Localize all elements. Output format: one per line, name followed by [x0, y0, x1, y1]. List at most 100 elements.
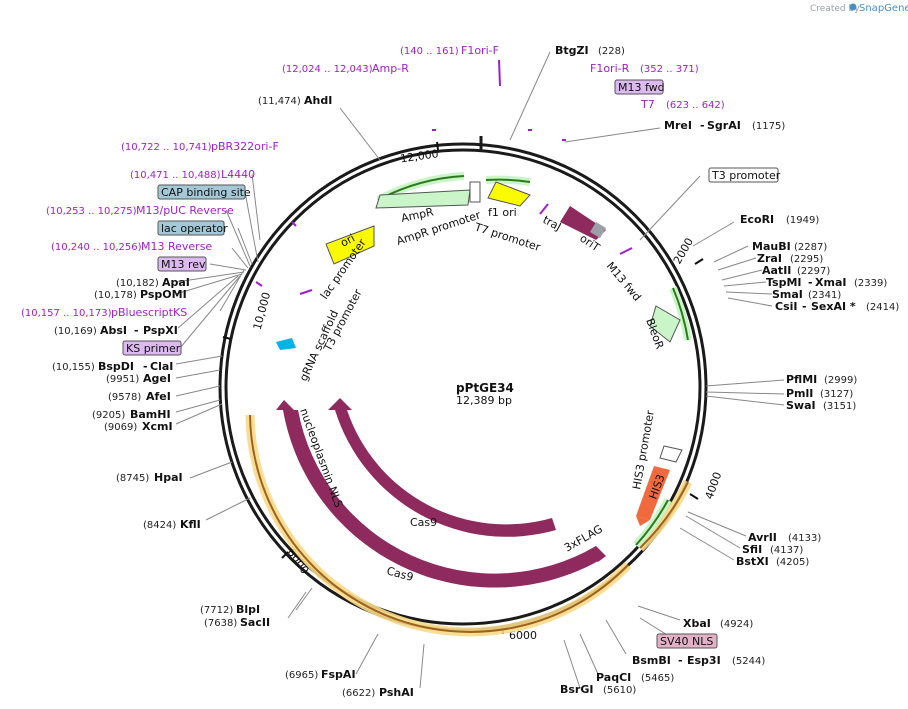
grna-scaffold-feature [276, 338, 296, 350]
site-ahdi: AhdI [304, 94, 332, 107]
plasmid-length: 12,389 bp [456, 394, 512, 407]
site-swai: SwaI [786, 399, 816, 412]
branding: Created by SnapGene [810, 3, 908, 14]
site-clai-dash: - [143, 360, 148, 373]
site-pflmi: PflMI [786, 373, 817, 386]
site-hpai-pos: (8745) [116, 473, 149, 484]
site-sfii: SfiI [742, 543, 762, 556]
site-pshai: PshAI [379, 686, 414, 699]
traj-feature [590, 222, 606, 238]
box-ks-primer: KS primer [126, 342, 181, 355]
restriction-sites: (11,474) AhdI BtgZI (228) MreI - SgrAI (… [52, 44, 899, 699]
site-xmai-dash: - [808, 276, 813, 289]
site-clai: ClaI [150, 360, 173, 373]
label-m13-fwd: M13 fwd [604, 260, 644, 304]
site-blpi-pos: (7712) [200, 605, 233, 616]
site-xcmi: XcmI [142, 420, 173, 433]
site-csii-pos: (2414) [866, 302, 899, 313]
site-bsmbi: BsmBI [632, 654, 671, 667]
site-bsrgi-pos: (5610) [603, 685, 636, 696]
site-sgrai: SgrAI [707, 119, 741, 132]
site-sacii-pos: (7638) [204, 618, 237, 629]
site-pshai-pos: (6622) [342, 688, 375, 699]
box-t3-promoter: T3 promoter [711, 169, 781, 182]
label-his3: HIS3 [647, 473, 668, 501]
site-kfli-pos: (8424) [143, 520, 176, 531]
site-bsmbi-pos: (5244) [732, 656, 765, 667]
cas9-outer-feature [276, 400, 600, 588]
primer-t7-pos: (623 .. 642) [666, 100, 725, 111]
primer-labels: (140 .. 161) F1ori-F (12,024 .. 12,043) … [21, 44, 725, 319]
primer-f1ori-r: F1ori-R [590, 62, 630, 75]
label-ori: ori [338, 231, 357, 249]
site-sacii: SacII [240, 616, 270, 629]
site-btgzi-pos: (228) [598, 46, 625, 57]
ampr-feature [375, 189, 471, 209]
site-maubi: MauBI [752, 240, 791, 253]
site-csii: CsiI [775, 300, 797, 313]
primer-pbluescriptks: pBluescriptKS [111, 306, 187, 319]
site-hpai: HpaI [154, 471, 183, 484]
site-aatii: AatII [762, 264, 791, 277]
snapgene-logo-icon [849, 3, 857, 11]
bleor-feature [649, 305, 681, 343]
primer-m13puc-reverse-pos: (10,253 .. 10,275) [46, 206, 137, 217]
site-ecori-pos: (1949) [786, 215, 819, 226]
site-pspxi: PspXI [143, 324, 178, 337]
site-sexai: SexAI * [811, 300, 856, 313]
primer-f1ori-f: F1ori-F [461, 44, 499, 57]
site-afei: AfeI [146, 390, 171, 403]
site-ahdi-pos: (11,474) [258, 96, 301, 107]
primer-pbr322ori-f-pos: (10,722 .. 10,741) [121, 142, 212, 153]
site-xcmi-pos: (9069) [104, 422, 137, 433]
primer-f1ori-f-pos: (140 .. 161) [400, 46, 459, 57]
label-t7-promoter: T7 promoter [472, 220, 542, 254]
tick-10000: 10,000 [251, 291, 274, 332]
site-zrai-pos: (2295) [790, 254, 823, 265]
site-fspai-pos: (6965) [285, 670, 318, 681]
box-lac-operator: lac operator [161, 222, 228, 235]
tick-6000: 6000 [509, 629, 537, 642]
site-pspxi-dash: - [134, 324, 139, 337]
primer-pbluescriptks-pos: (10,157 .. 10,173) [21, 308, 112, 319]
his3-feature [636, 466, 670, 520]
tick-12000: 12,000 [399, 147, 439, 165]
site-pflmi-pos: (2999) [824, 375, 857, 386]
box-cap-binding-site: CAP binding site [161, 186, 251, 199]
site-bspdi: BspDI [98, 360, 134, 373]
primer-l4440-pos: (10,471 .. 10,488) [130, 170, 221, 181]
site-aatii-pos: (2297) [797, 266, 830, 277]
cas9-inner-feature [328, 398, 556, 537]
primer-l4440: L4440 [221, 168, 255, 181]
site-avrii: AvrII [748, 531, 777, 544]
site-esp3i-dash: - [678, 654, 683, 667]
ampr-promoter-feature [469, 181, 481, 203]
site-fspai: FspAI [321, 668, 356, 681]
site-swai-pos: (3151) [823, 401, 856, 412]
site-bamhi: BamHI [130, 408, 171, 421]
site-agei: AgeI [143, 372, 171, 385]
3xflag-feature [588, 546, 606, 562]
site-pmli: PmlI [786, 387, 813, 400]
site-leader-lines [175, 51, 785, 689]
f1-ori-feature [487, 181, 531, 207]
site-afei-pos: (9578) [108, 392, 141, 403]
site-zrai: ZraI [757, 252, 782, 265]
site-bstxi: BstXI [736, 555, 769, 568]
site-bamhi-pos: (9205) [92, 410, 125, 421]
site-xbai: XbaI [683, 617, 711, 630]
primer-pbr322ori-f: pBR322ori-F [211, 140, 279, 153]
orf-his3-green-arrow [635, 499, 669, 546]
site-bspdi-pos: (10,155) [52, 362, 95, 373]
his3-promoter-feature [659, 445, 683, 463]
site-smai-pos: (2341) [808, 290, 841, 301]
site-bstxi-pos: (4205) [776, 557, 809, 568]
primer-m13puc-reverse: M13/pUC Reverse [136, 204, 234, 217]
orf-bleor-arrow [672, 287, 689, 341]
site-tspmi-pos: (2339) [854, 278, 887, 289]
tick-2000: 2000 [671, 236, 696, 267]
backbone-inner [224, 148, 702, 626]
box-m13-fwd: M13 fwd [618, 81, 665, 94]
label-cas9-inner: Cas9 [410, 516, 437, 529]
